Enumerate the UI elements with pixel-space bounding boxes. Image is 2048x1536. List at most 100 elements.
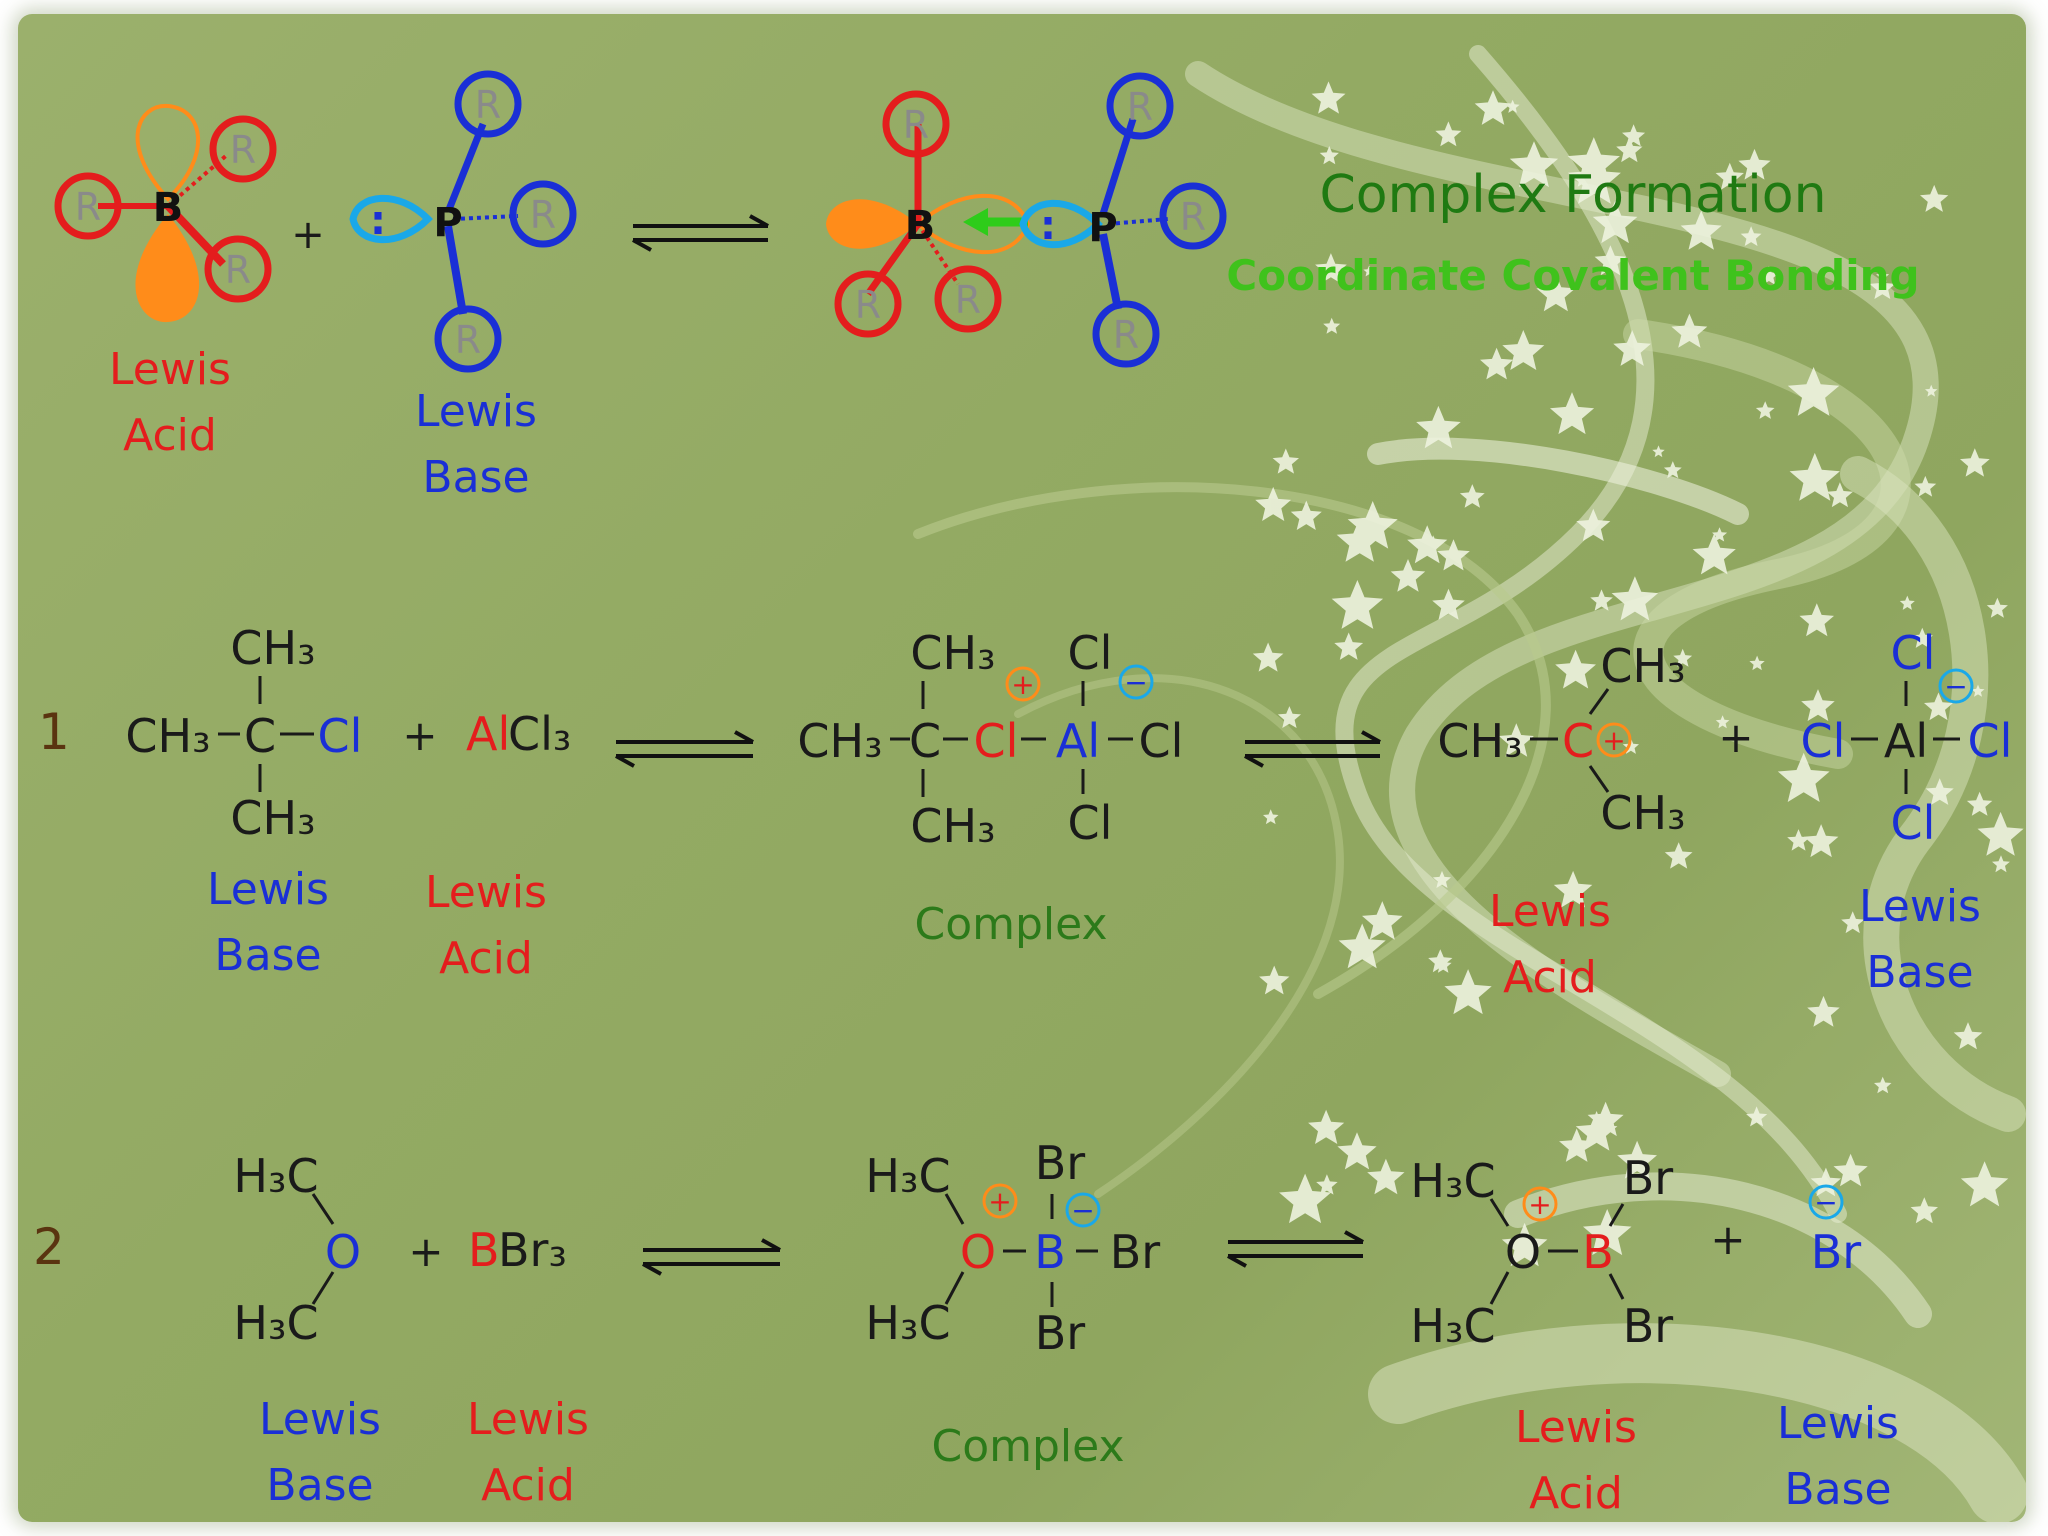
charge-sign: − [1124, 666, 1147, 699]
positive-charge-icon [1522, 1186, 1558, 1222]
base-label: Base [214, 930, 321, 981]
star-icon [1311, 81, 1346, 114]
star-icon [1316, 1174, 1338, 1195]
methyl-group: CH₃ [797, 714, 882, 768]
star-icon [1308, 1109, 1345, 1144]
bromine-atom: Br [1623, 1151, 1674, 1205]
star-icon [1505, 99, 1520, 113]
star-icon [1367, 1158, 1405, 1195]
r-group-label: R [955, 278, 981, 322]
star-icon [1428, 949, 1453, 973]
chlorine-atom: Cl [1801, 714, 1846, 768]
star-icon [1910, 1197, 1938, 1224]
reaction-number: 2 [33, 1218, 65, 1276]
charge-sign: − [1944, 670, 1967, 703]
star-icon [1807, 995, 1840, 1027]
star-icon [1259, 965, 1290, 995]
star-icon [1559, 1128, 1595, 1162]
star-icon [1749, 655, 1765, 671]
bromide-groups: Br₃ [498, 1223, 567, 1277]
r-group-label: R [530, 193, 556, 237]
star-icon [1826, 482, 1853, 508]
boron-atom: B [468, 1223, 500, 1277]
methyl-group: CH₃ [1600, 786, 1685, 840]
r-group-label: R [1113, 313, 1139, 357]
star-icon [1319, 146, 1339, 165]
lewis-label: Lewis [467, 1394, 589, 1445]
methyl-group: H₃C [233, 1149, 318, 1203]
star-icon [1590, 589, 1613, 611]
star-icon [1911, 627, 1933, 648]
positive-charge-icon [1596, 722, 1632, 758]
star-icon [1252, 642, 1284, 672]
acid-label: Acid [1503, 952, 1597, 1003]
chlorine-atom: Cl [1068, 796, 1113, 850]
tert-butyl-chloride: CH₃ CH₃ C Cl CH₃ [125, 621, 362, 845]
base-label: Base [422, 452, 529, 503]
star-icon [1432, 588, 1465, 620]
charge-sign: + [1528, 1188, 1551, 1221]
phosphorus-symbol: P [433, 200, 462, 246]
star-icon [1759, 265, 1779, 285]
acid-label: Acid [123, 410, 217, 461]
star-icon [1426, 535, 1440, 548]
methyl-group: CH₃ [230, 791, 315, 845]
bbr3-ether-complex: H₃C O H₃C B Br Br Br + − [865, 1136, 1160, 1360]
star-icon [1362, 901, 1403, 940]
star-icon [1592, 200, 1638, 244]
acid-label: Acid [1529, 1468, 1623, 1519]
r-group-label: R [1180, 195, 1206, 239]
negative-charge-icon [1065, 1192, 1101, 1228]
lewis-label: Lewis [415, 386, 537, 437]
star-icon [1986, 597, 2008, 618]
star-icon [1746, 1106, 1768, 1127]
star-icon [1715, 715, 1730, 729]
star-icon [1437, 539, 1470, 571]
lewis-label: Lewis [1515, 1402, 1637, 1453]
plus-sign: + [1718, 713, 1753, 762]
star-icon [1416, 405, 1461, 449]
positive-charge-icon [1005, 666, 1041, 702]
star-icon [1680, 210, 1722, 250]
lewis-label: Lewis [1777, 1398, 1899, 1449]
r-group-label: R [475, 83, 501, 127]
star-icon [1594, 245, 1627, 276]
star-icon [1673, 648, 1693, 667]
star-icon [1663, 461, 1682, 479]
methyl-group: H₃C [865, 1149, 950, 1203]
lewis-label: Lewis [1489, 886, 1611, 937]
boron-symbol: B [153, 185, 184, 231]
oxonium-borane: H₃C O H₃C B Br Br + [1410, 1151, 1673, 1353]
star-icon [1347, 501, 1398, 549]
complex-label: Complex [915, 899, 1108, 950]
chlorine-atom: Cl [1968, 714, 2013, 768]
r-group-label: R [225, 248, 251, 292]
star-icon [1444, 969, 1492, 1015]
oxygen-atom: O [960, 1225, 996, 1279]
lewis-label: Lewis [109, 344, 231, 395]
star-icon [1502, 330, 1545, 370]
star-icon [1616, 137, 1643, 163]
star-icon [1272, 448, 1299, 474]
star-icon [1553, 870, 1593, 908]
star-icon [1671, 313, 1708, 348]
star-icon [1899, 595, 1915, 610]
lone-pair: : [1040, 203, 1056, 249]
aluminum-atom: Al [466, 707, 510, 761]
phosphine-lewis-base: : R R R P [349, 70, 577, 373]
star-icon [1459, 484, 1485, 508]
star-icon [1652, 445, 1665, 458]
methyl-group: CH₃ [230, 621, 315, 675]
chlorine-atom: Cl [1891, 626, 1936, 680]
star-icon [1715, 162, 1744, 190]
r-group-label: R [903, 103, 929, 147]
star-icon [1799, 603, 1834, 637]
equilibrium-arrow [632, 214, 769, 252]
star-icon [1568, 153, 1621, 204]
phosphorus-symbol: P [1088, 205, 1117, 251]
chlorine-atom: Cl [1891, 796, 1936, 850]
negative-charge-icon [1938, 668, 1974, 704]
star-icon [1960, 1161, 2009, 1207]
star-icon [1833, 1153, 1868, 1187]
methyl-group: H₃C [1410, 1154, 1495, 1208]
